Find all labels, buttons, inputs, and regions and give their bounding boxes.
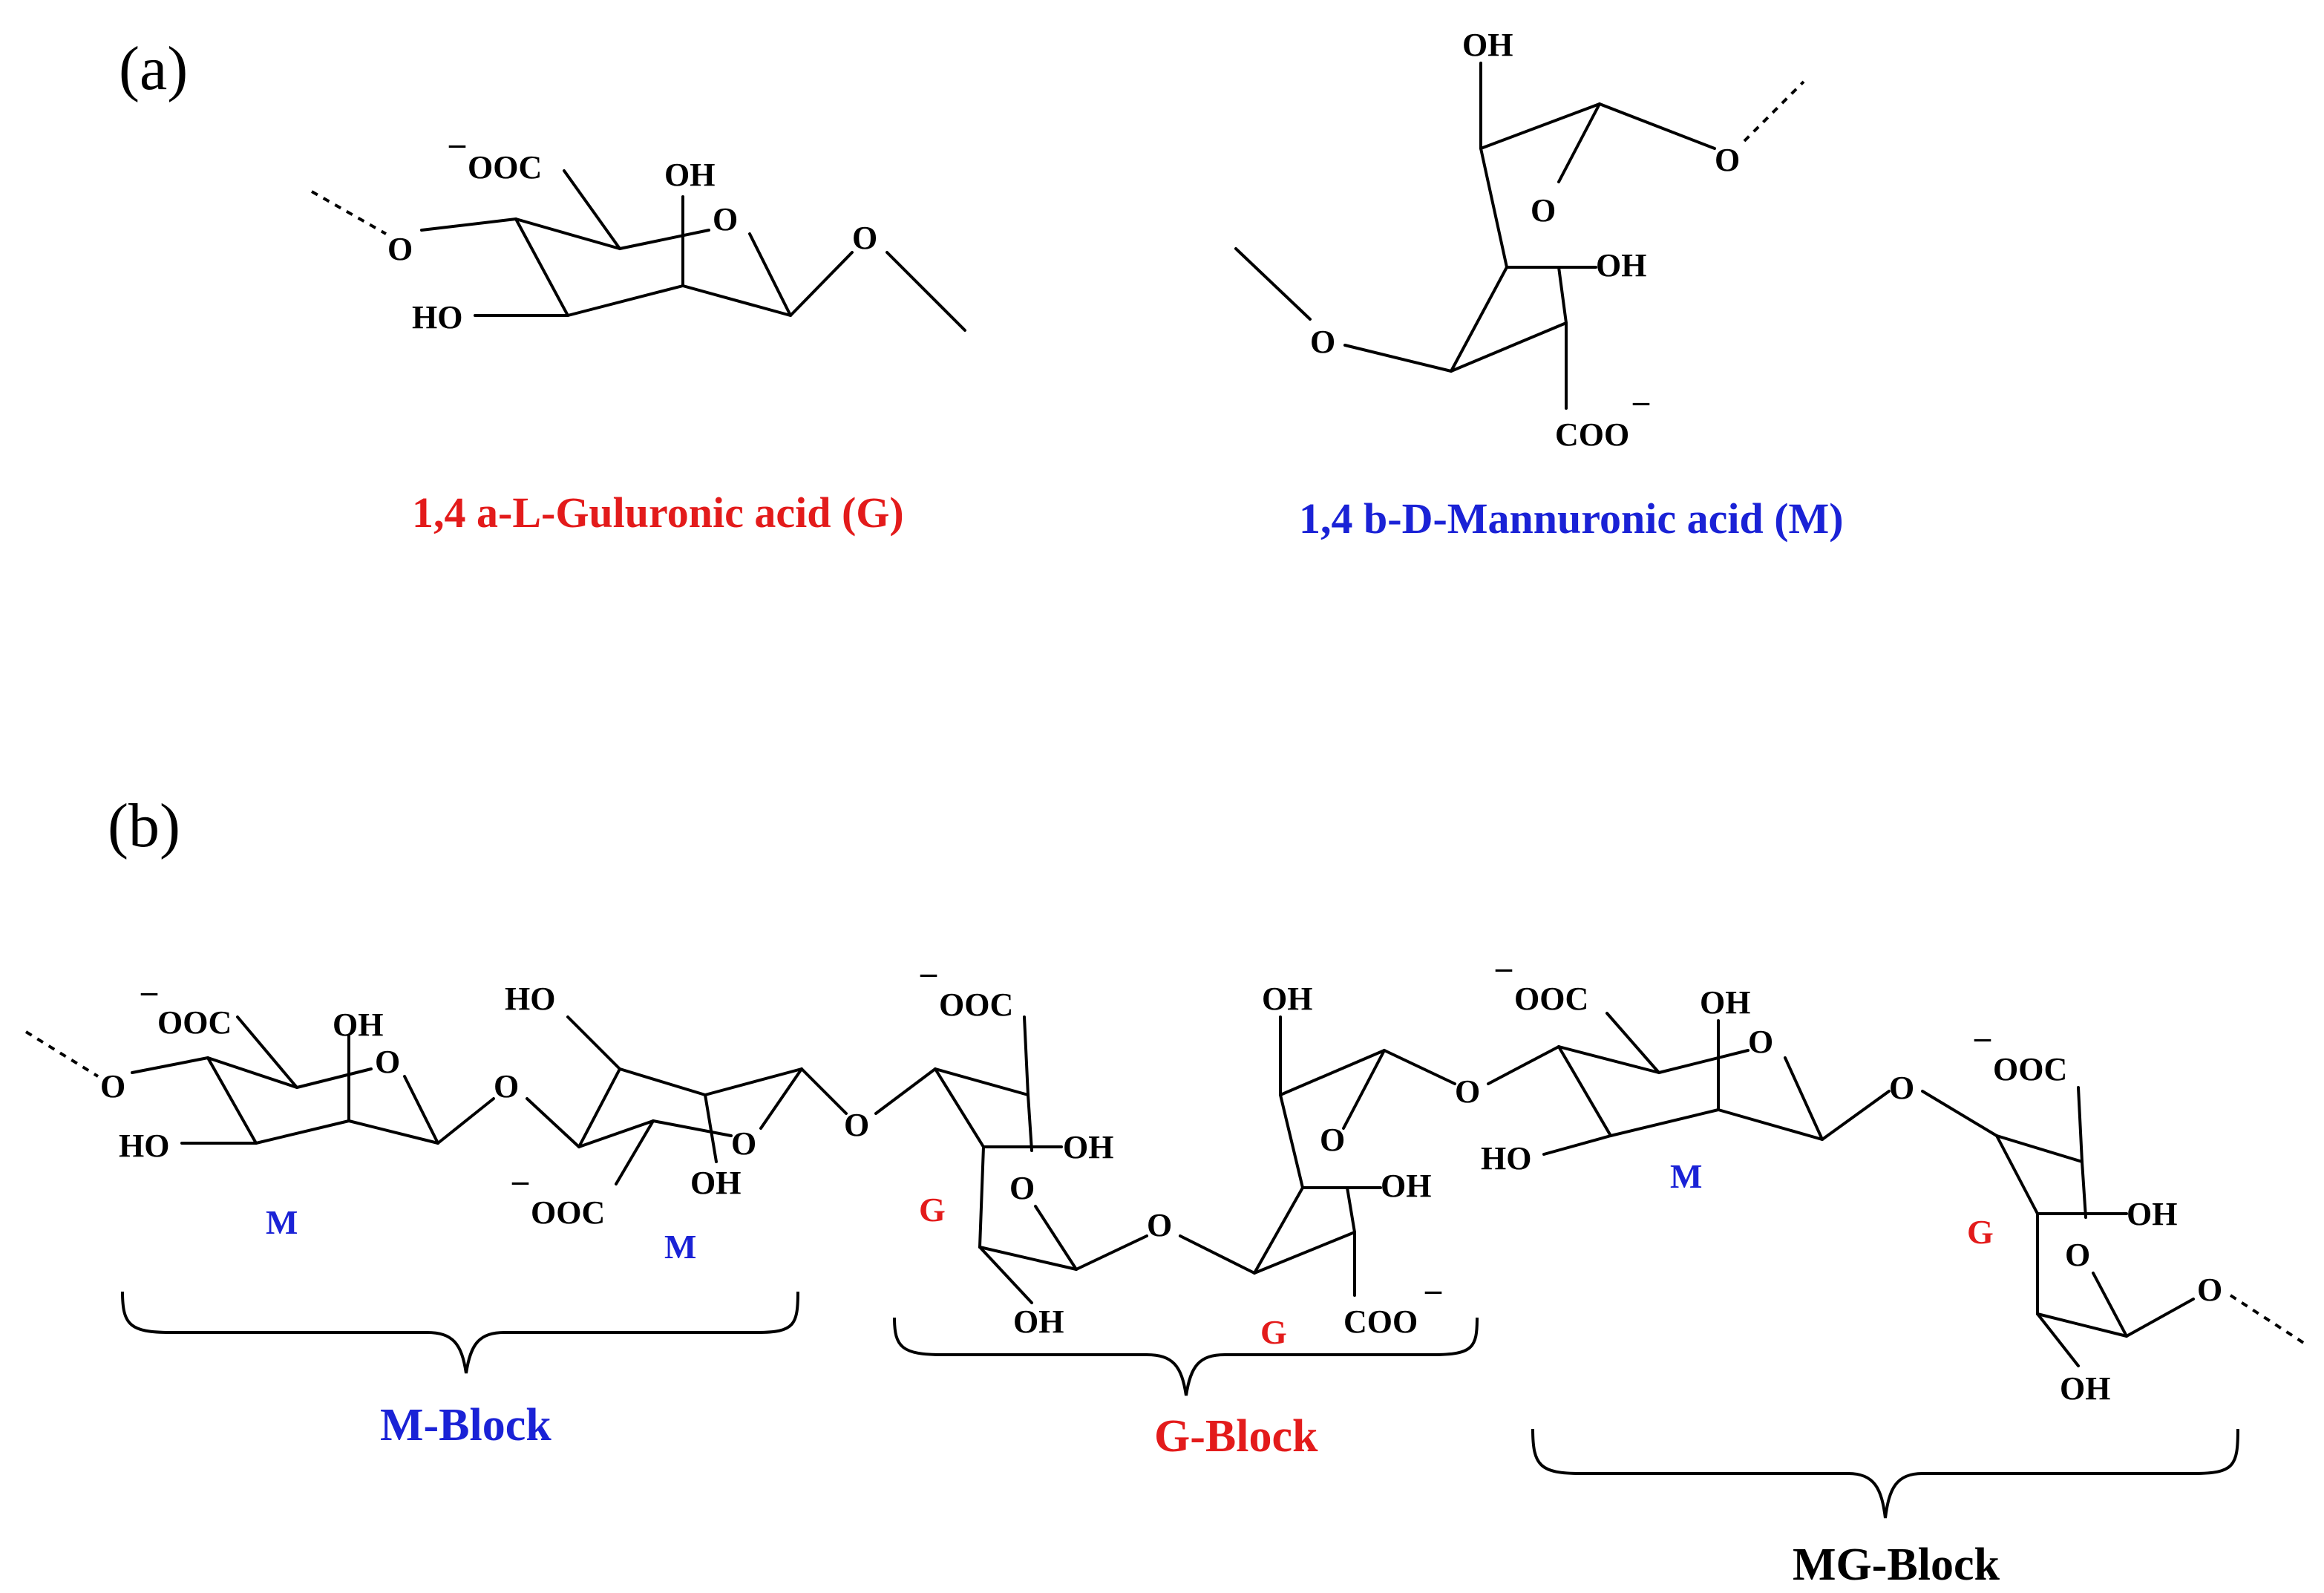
atom-ooc: OOC	[939, 987, 1013, 1023]
guluronic-acid-structure: O O O OH HO OOC –	[311, 125, 966, 336]
atom-oh: OH	[333, 1007, 383, 1043]
atom-o: O	[852, 220, 877, 256]
atom-ooc: OOC	[1514, 981, 1588, 1017]
atom-oh: OH	[1700, 984, 1750, 1021]
atom-o: O	[1455, 1073, 1480, 1110]
label-mg-block: MG-Block	[1793, 1540, 2000, 1590]
atom-ring-o: O	[1748, 1024, 1773, 1060]
atom-o: O	[387, 231, 413, 267]
unit-label-g: G	[1967, 1213, 1994, 1251]
charge-minus: –	[1974, 1019, 1991, 1056]
atom-ho: HO	[1481, 1140, 1531, 1177]
atom-oh: OH	[1013, 1303, 1064, 1340]
charge-minus: –	[140, 973, 158, 1010]
atom-o: O	[844, 1107, 869, 1143]
charge-minus: –	[1424, 1272, 1442, 1308]
atom-o: O	[1310, 324, 1335, 360]
charge-minus: –	[1495, 949, 1513, 986]
brace-m-block	[121, 1291, 799, 1374]
atom-ho: HO	[412, 299, 462, 336]
caption-mannuronic-acid: 1,4 b-D-Mannuronic acid (M)	[1299, 494, 1844, 543]
unit-label-m: M	[266, 1203, 298, 1241]
unit-label-m: M	[1670, 1157, 1702, 1195]
atom-ring-o: O	[731, 1125, 756, 1162]
atom-ho: HO	[505, 981, 555, 1017]
atom-oh: OH	[2127, 1196, 2177, 1232]
atom-coo: COO	[1343, 1303, 1418, 1340]
atom-o: O	[1147, 1207, 1172, 1243]
charge-minus: –	[511, 1162, 529, 1199]
charge-minus: –	[448, 125, 466, 162]
atom-oh: OH	[1262, 981, 1312, 1017]
atom-oh: OH	[1063, 1129, 1113, 1165]
atom-oh: OH	[690, 1165, 741, 1201]
atom-ring-o: O	[713, 201, 738, 238]
charge-minus: –	[920, 955, 937, 991]
label-g-block: G-Block	[1154, 1411, 1318, 1462]
atom-o: O	[1715, 142, 1740, 178]
atom-oh: OH	[664, 157, 715, 193]
panel-label-a: (a)	[119, 34, 188, 103]
mannuronic-acid-structure: O O O OH OH COO –	[1234, 27, 1805, 453]
atom-o: O	[2197, 1272, 2222, 1308]
atom-ring-o: O	[1320, 1122, 1345, 1158]
unit-label-m: M	[664, 1228, 696, 1266]
alginate-chain: O OOC – OH O HO O HO O OH OOC – O OOC – …	[24, 949, 2306, 1407]
atom-ring-o: O	[1531, 192, 1556, 229]
atom-o: O	[494, 1068, 519, 1105]
atom-coo: COO	[1555, 416, 1629, 453]
atom-ooc: OOC	[157, 1004, 232, 1041]
atom-oh: OH	[1381, 1168, 1431, 1204]
atom-ring-o: O	[2065, 1237, 2090, 1273]
caption-guluronic-acid: 1,4 a-L-Guluronic acid (G)	[412, 488, 904, 537]
atom-ho: HO	[119, 1128, 169, 1164]
panel-label-b: (b)	[108, 791, 180, 860]
label-m-block: M-Block	[380, 1400, 551, 1450]
atom-ring-o: O	[375, 1044, 400, 1080]
unit-label-g: G	[1260, 1313, 1287, 1351]
atom-o: O	[1889, 1070, 1914, 1106]
atom-oh: OH	[2060, 1370, 2110, 1407]
unit-label-g: G	[919, 1191, 946, 1229]
charge-minus: –	[1632, 383, 1650, 419]
atom-ring-o: O	[1009, 1170, 1035, 1206]
atom-oh: OH	[1462, 27, 1513, 63]
atom-o: O	[100, 1068, 125, 1105]
atom-ooc: OOC	[468, 149, 542, 186]
atom-ooc: OOC	[531, 1194, 605, 1231]
atom-oh: OH	[1596, 247, 1646, 284]
brace-g-block	[893, 1317, 1479, 1396]
brace-mg-block	[1531, 1428, 2239, 1519]
atom-ooc: OOC	[1993, 1051, 2067, 1087]
